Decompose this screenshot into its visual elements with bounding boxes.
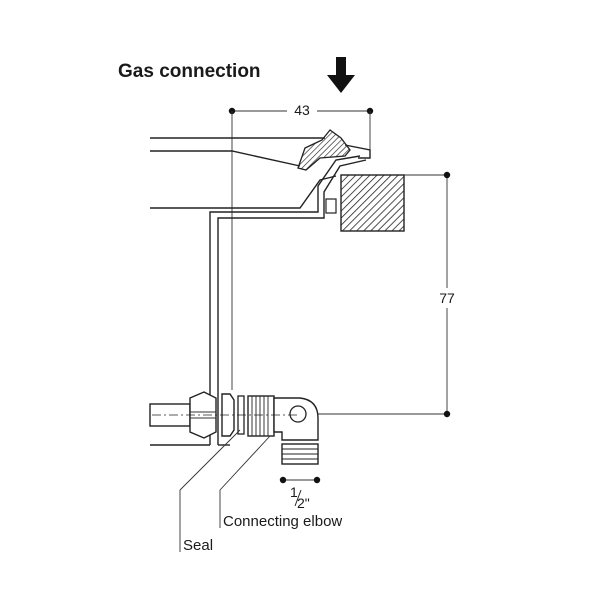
worktop-section <box>340 174 405 232</box>
dimension-width: 43 <box>228 100 374 390</box>
seal-leader <box>179 429 241 491</box>
callout-connecting-elbow: Connecting elbow <box>223 513 342 530</box>
dimension-width-label: 43 <box>294 102 310 118</box>
gas-pipe-assembly <box>149 391 319 465</box>
dimension-height-label: 77 <box>439 290 455 306</box>
callout-seal: Seal <box>183 537 213 554</box>
elbow-leader <box>219 435 271 491</box>
thread-numerator: 1 <box>290 484 298 500</box>
dimension-height: 77 <box>312 171 461 418</box>
thread-denominator: 2" <box>297 495 310 511</box>
arrow-down-icon <box>327 57 355 93</box>
dimension-thread: 1 2" <box>279 476 321 511</box>
diagram-title: Gas connection <box>118 61 261 82</box>
cooktop-housing <box>150 129 371 446</box>
